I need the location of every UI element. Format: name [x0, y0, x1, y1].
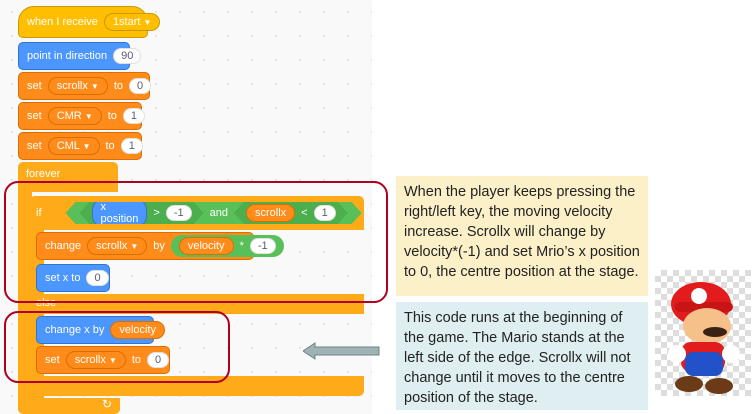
change-scrollx-block[interactable]: change scrollx ▼ by velocity * -1: [36, 232, 284, 260]
change-label: change: [45, 240, 82, 252]
chevron-down-icon: ▼: [90, 82, 99, 91]
velocity-reporter[interactable]: velocity: [178, 237, 234, 255]
forever-block[interactable]: forever: [18, 162, 118, 192]
multiply-operator[interactable]: velocity * -1: [170, 235, 284, 257]
value-input[interactable]: 0: [129, 78, 152, 94]
variable-dropdown[interactable]: CMR ▼: [47, 107, 102, 125]
value-input[interactable]: 0: [147, 352, 170, 368]
chevron-down-icon: ▼: [130, 242, 139, 251]
chevron-down-icon: ▼: [82, 142, 91, 151]
chevron-down-icon: ▼: [84, 112, 93, 121]
variable-dropdown[interactable]: scrollx ▼: [47, 77, 108, 95]
value-input[interactable]: 1: [122, 108, 146, 124]
less-than-operator[interactable]: scrollx < 1: [234, 202, 348, 224]
forever-label: forever: [26, 168, 61, 180]
set-x-block[interactable]: set x to 0: [36, 264, 110, 292]
point-in-direction-block[interactable]: point in direction 90: [18, 42, 142, 70]
variable-dropdown[interactable]: scrollx ▼: [87, 237, 148, 255]
set-cmr-block[interactable]: set CMR ▼ to 1: [18, 102, 146, 130]
value-input[interactable]: 0: [86, 270, 109, 286]
loop-arrow-icon: ↻: [102, 397, 113, 411]
value-input[interactable]: 1: [120, 138, 143, 154]
variable-name: scrollx: [56, 80, 88, 92]
variable-name: scrollx: [74, 354, 106, 366]
to-label: to: [113, 80, 124, 92]
forever-arm: [18, 190, 32, 400]
set-label: set: [45, 354, 60, 366]
set-x-label: set x to: [45, 272, 81, 284]
variable-dropdown[interactable]: scrollx ▼: [65, 351, 126, 369]
script-area[interactable]: when I receive 1start ▼ point in directi…: [0, 0, 389, 414]
mario-sprite-image: [655, 270, 751, 396]
variable-name: CML: [56, 140, 80, 152]
to-label: to: [131, 354, 142, 366]
else-label: else: [36, 297, 57, 309]
by-label: by: [153, 240, 165, 252]
and-label: and: [209, 207, 228, 219]
change-x-label: change x by: [45, 324, 105, 336]
set-scrollx-block[interactable]: set scrollx ▼ to 0: [18, 72, 152, 100]
explanation-note-if: When the player keeps pressing the right…: [396, 176, 648, 296]
to-label: to: [105, 140, 115, 152]
value-input[interactable]: 1: [314, 205, 336, 221]
chevron-down-icon: ▼: [108, 356, 117, 365]
message-dropdown[interactable]: 1start ▼: [103, 13, 161, 31]
multiply-symbol: *: [239, 240, 244, 252]
value-input[interactable]: -1: [249, 238, 276, 254]
chevron-down-icon: ▼: [143, 18, 152, 27]
message-value: 1start: [112, 16, 141, 28]
highlight-box-if: [4, 181, 388, 303]
set-label: set: [27, 140, 42, 152]
less-than-symbol: <: [301, 207, 308, 219]
velocity-reporter[interactable]: velocity: [110, 321, 166, 339]
and-operator[interactable]: x position > -1 and scrollx < 1: [66, 202, 362, 224]
scrollx-reporter[interactable]: scrollx: [246, 204, 295, 222]
point-in-direction-label: point in direction: [27, 50, 108, 62]
when-i-receive-block[interactable]: when I receive 1start ▼: [18, 6, 161, 38]
to-label: to: [107, 110, 117, 122]
when-i-receive-label: when I receive: [27, 16, 98, 28]
forever-footer: ↻: [18, 397, 120, 414]
set-scrollx-else-block[interactable]: set scrollx ▼ to 0: [36, 346, 170, 374]
change-x-block[interactable]: change x by velocity: [36, 316, 166, 344]
greater-than-symbol: >: [153, 207, 160, 219]
set-label: set: [27, 110, 42, 122]
then-label: then: [367, 207, 390, 219]
set-label: set: [27, 80, 42, 92]
explanation-note-else: This code runs at the beginning of the g…: [396, 302, 648, 410]
direction-input[interactable]: 90: [113, 48, 142, 64]
variable-name: scrollx: [96, 240, 128, 252]
highlight-box-else: [4, 311, 230, 383]
if-else-block[interactable]: if x position > -1 and scrollx < 1 then: [30, 196, 389, 230]
value-input[interactable]: -1: [166, 205, 192, 221]
if-label: if: [36, 207, 42, 219]
variable-name: CMR: [56, 110, 82, 122]
else-bar: else: [30, 294, 364, 314]
set-cml-block[interactable]: set CML ▼ to 1: [18, 132, 143, 160]
left-arrow-icon: [303, 342, 380, 360]
greater-than-operator[interactable]: x position > -1: [80, 202, 204, 224]
variable-dropdown[interactable]: CML ▼: [47, 137, 100, 155]
